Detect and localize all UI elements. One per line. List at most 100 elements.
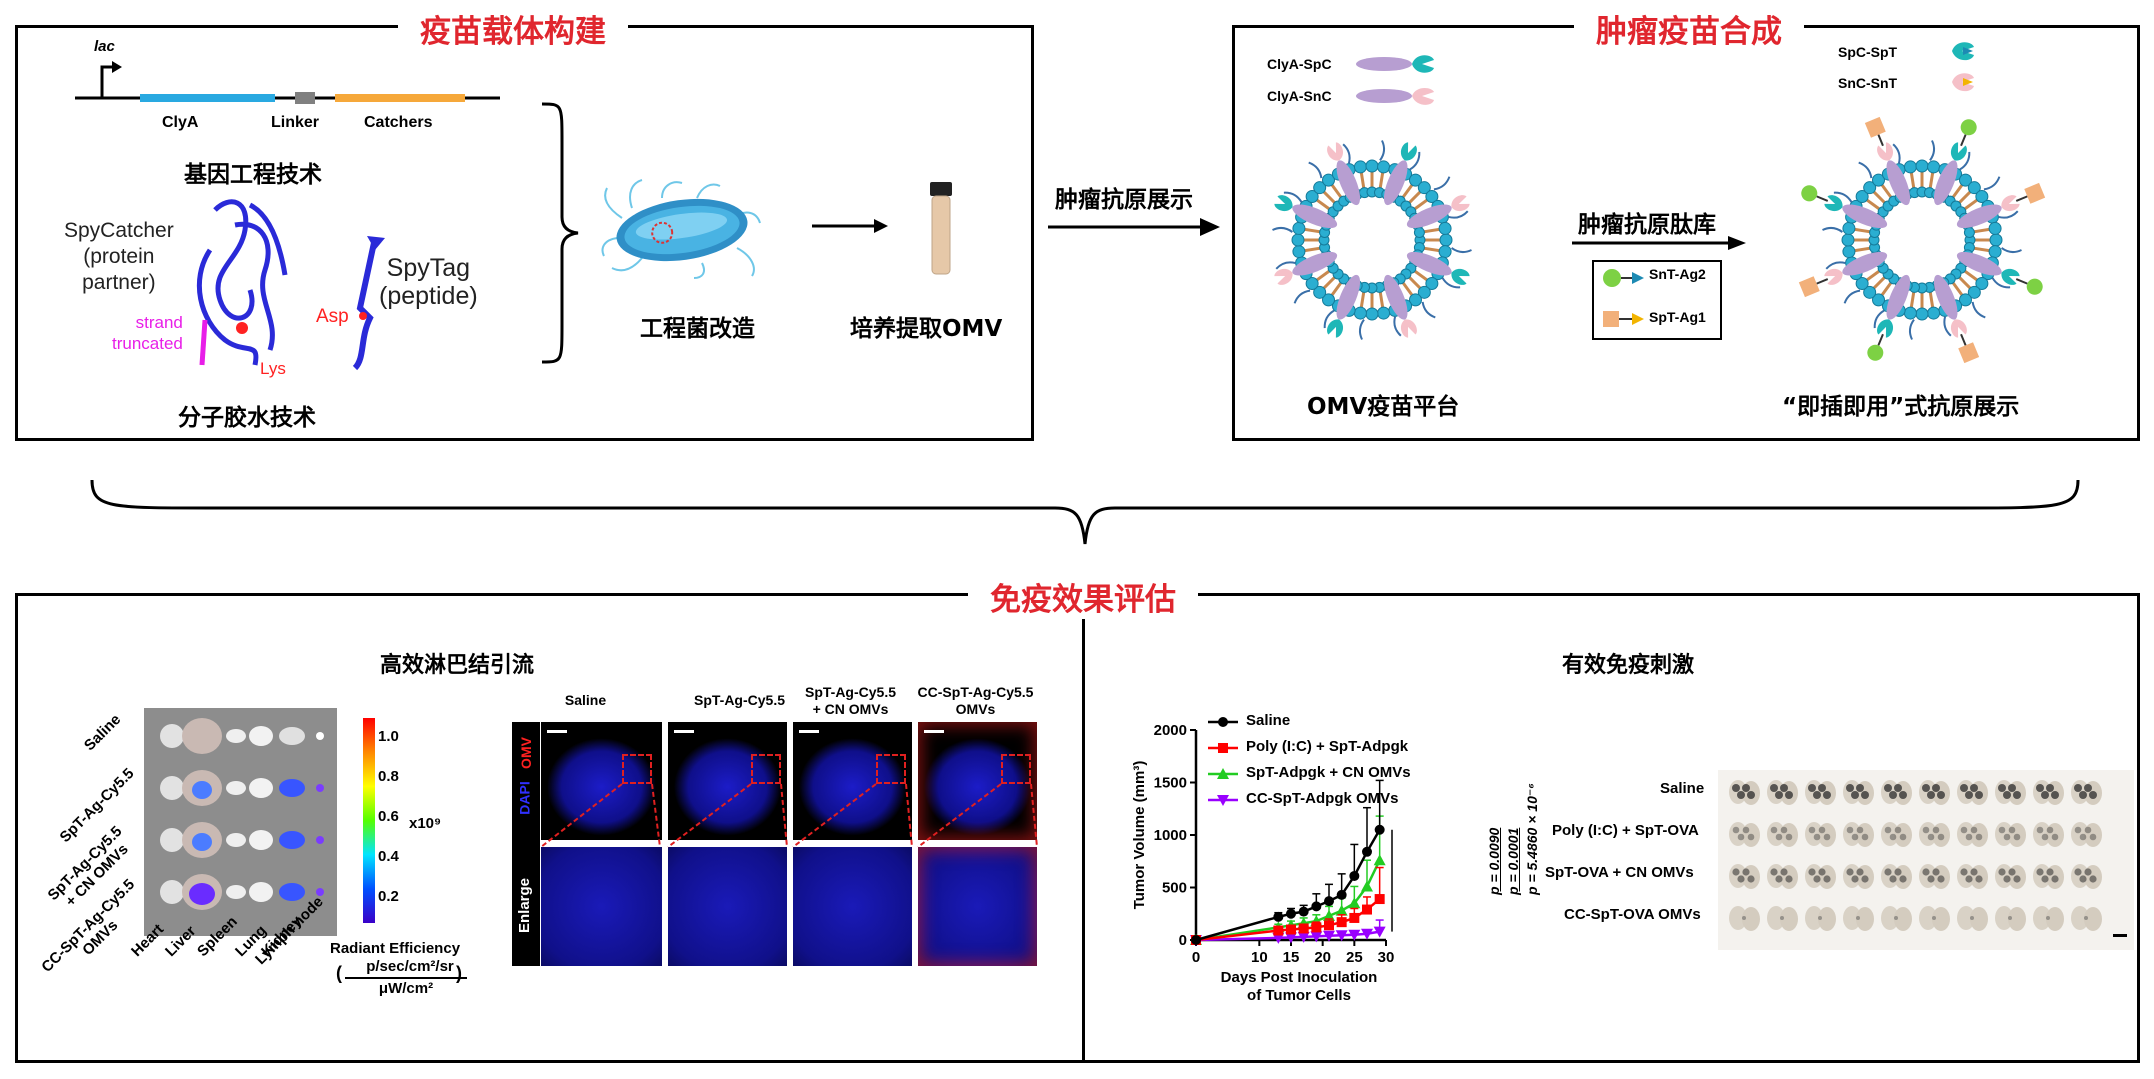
lung-specimen — [2071, 906, 2102, 931]
microscopy-row-label-enlarge: Enlarge — [516, 877, 534, 934]
data-point — [1374, 824, 1385, 835]
lung-specimen — [1805, 780, 1836, 805]
engineered-bacteria-illustration — [601, 179, 761, 279]
lung-row-label: Poly (I:C) + SpT-OVA — [1552, 822, 1699, 839]
lung-specimen — [2033, 864, 2064, 889]
legend-spc-spt: SpC-SpT — [1838, 44, 1898, 60]
data-point — [1349, 870, 1360, 881]
series-saline — [1191, 779, 1385, 945]
colorbar-scale-exp: x10⁹ — [409, 815, 442, 832]
x-tick-label: 15 — [1283, 949, 1300, 966]
radiant-efficiency-denominator: μW/cm² — [378, 980, 434, 997]
lymph-drainage-title: 高效淋巴结引流 — [380, 653, 535, 678]
colorbar-tick: 0.2 — [378, 888, 399, 905]
microscopy-tile-enlarge — [541, 847, 662, 966]
scale-bar — [674, 730, 694, 733]
y-tick-label: 500 — [1162, 880, 1187, 897]
data-point — [1191, 935, 1201, 945]
data-point — [1361, 928, 1373, 940]
clya-snc-icon — [1356, 87, 1434, 105]
library-spt-ag1: SpT-Ag1 — [1649, 309, 1706, 325]
lung-specimen — [2071, 780, 2102, 805]
legend-snc-snt: SnC-SnT — [1838, 75, 1898, 91]
data-point — [1218, 743, 1228, 753]
spycatcher-label: SpyCatcher (protein partner) — [64, 219, 174, 294]
asp-label: Asp — [316, 306, 349, 327]
lung-specimen — [1957, 822, 1988, 847]
data-point — [1298, 906, 1309, 917]
x-axis-label: Days Post Inoculation — [1221, 969, 1378, 986]
lung-specimen — [1805, 822, 1836, 847]
lung-specimen — [1995, 822, 2026, 847]
tumor-antigen-display-label: 肿瘤抗原展示 — [1055, 187, 1193, 213]
gene-label-linker: Linker — [271, 114, 320, 131]
zoom-region-box — [876, 754, 906, 784]
colorbar-tick: 0.6 — [378, 808, 399, 825]
immune-stimulation-title: 有效免疫刺激 — [1562, 653, 1695, 678]
data-point — [1335, 930, 1348, 942]
lung-specimen — [1881, 822, 1912, 847]
y-axis-label: Tumor Volume (mm³) — [1131, 761, 1148, 910]
gene-engineering-label: 基因工程技术 — [184, 162, 322, 188]
legend-label: CC-SpT-Adpgk OMVs — [1246, 790, 1399, 807]
data-point — [1349, 912, 1360, 923]
x-tick-label: 0 — [1192, 949, 1200, 966]
lung-specimen — [1729, 864, 1760, 889]
scale-bar — [547, 730, 567, 733]
data-point — [1285, 932, 1297, 944]
data-point — [1348, 929, 1361, 941]
data-point — [1217, 795, 1229, 806]
evaluation-divider — [1082, 593, 1085, 1063]
data-point — [1336, 889, 1347, 900]
radiant-efficiency-numerator: p/sec/cm²/sr — [366, 958, 454, 975]
data-point — [1311, 901, 1322, 912]
x-axis-label: of Tumor Cells — [1247, 987, 1351, 1004]
colorbar-tick: 1.0 — [378, 728, 399, 745]
arrow-library — [1572, 236, 1746, 250]
omv-platform-label: OMV疫苗平台 — [1307, 394, 1460, 420]
lung-specimen — [1729, 906, 1760, 931]
antigen-library-label: 肿瘤抗原肽库 — [1578, 212, 1716, 238]
lung-photo-specimens — [1729, 780, 2127, 937]
lung-specimen — [1767, 822, 1798, 847]
omv-antigen-display-illustration — [1798, 116, 2046, 364]
arrow-bacteria-to-omv — [812, 219, 888, 233]
y-tick-label: 0 — [1179, 932, 1187, 949]
series-line — [1195, 829, 1381, 942]
strand-truncated-label: strand truncated — [112, 313, 183, 353]
data-point — [1311, 922, 1322, 933]
gene-construct — [75, 61, 500, 104]
microscopy-tile-enlarge — [793, 847, 912, 966]
microscopy-tile-overview — [668, 722, 787, 840]
spt-ag1-icon — [1603, 311, 1644, 327]
data-point — [1373, 926, 1386, 938]
brace-right — [541, 102, 579, 364]
zoom-connector-lines — [540, 783, 1038, 848]
series-cc-spt-adpgk-omvs — [1190, 919, 1386, 946]
legend-label: Saline — [1246, 712, 1291, 729]
molecular-glue-label: 分子胶水技术 — [178, 405, 316, 431]
gene-label-catchers: Catchers — [364, 114, 433, 131]
lung-specimen — [1919, 780, 1950, 805]
spytag-peptide-illustration — [352, 236, 385, 371]
p-value-label: p = 5.4860 × 10⁻⁶ — [1524, 783, 1540, 895]
lung-specimen — [1881, 780, 1912, 805]
lung-specimen — [1919, 864, 1950, 889]
ivis-organs — [160, 718, 324, 910]
lung-specimen — [1919, 906, 1950, 931]
ivis-colorbar — [363, 718, 375, 923]
lung-specimen — [1995, 780, 2026, 805]
fraction-paren-left: ( — [336, 963, 342, 983]
legend-marker — [1208, 743, 1238, 753]
microscopy-tile-overview — [793, 722, 912, 840]
data-point — [1297, 931, 1310, 943]
data-point — [1273, 925, 1284, 936]
y-tick-label: 1000 — [1154, 827, 1187, 844]
lung-specimen — [2033, 906, 2064, 931]
data-point — [1286, 924, 1296, 935]
snc-snt-icon — [1952, 73, 1974, 92]
lung-row-label: SpT-OVA + CN OMVs — [1545, 864, 1694, 881]
colorbar-tick: 0.8 — [378, 768, 399, 785]
lung-specimen — [1957, 780, 1988, 805]
microscopy-column-label: SpT-Ag-Cy5.5 + CN OMVs — [804, 684, 896, 717]
